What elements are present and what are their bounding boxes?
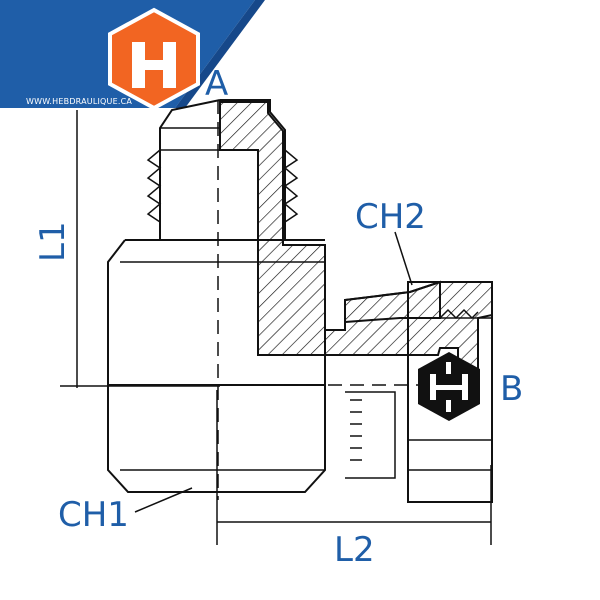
leader-ch2 (394, 231, 413, 286)
section-cut (219, 101, 493, 386)
brand-logo (108, 7, 200, 111)
dimension-l1: L1 (33, 110, 220, 388)
label-l1: L1 (33, 221, 73, 262)
centerlines (217, 100, 420, 500)
label-ch1: CH1 (58, 495, 129, 535)
label-l2: L2 (334, 530, 375, 570)
label-port-a: A (205, 64, 228, 104)
website-url: WWW.HEBDRAULIQUE.CA (26, 97, 132, 106)
label-ch2: CH2 (355, 197, 426, 237)
leader-ch1 (134, 487, 193, 513)
label-port-b: B (500, 369, 523, 409)
port-a-thread (146, 99, 299, 240)
brand-banner: WWW.HEBDRAULIQUE.CA (0, 0, 265, 111)
swivel-nut-ch2 (345, 281, 493, 503)
hex-nut-icon (418, 352, 480, 421)
